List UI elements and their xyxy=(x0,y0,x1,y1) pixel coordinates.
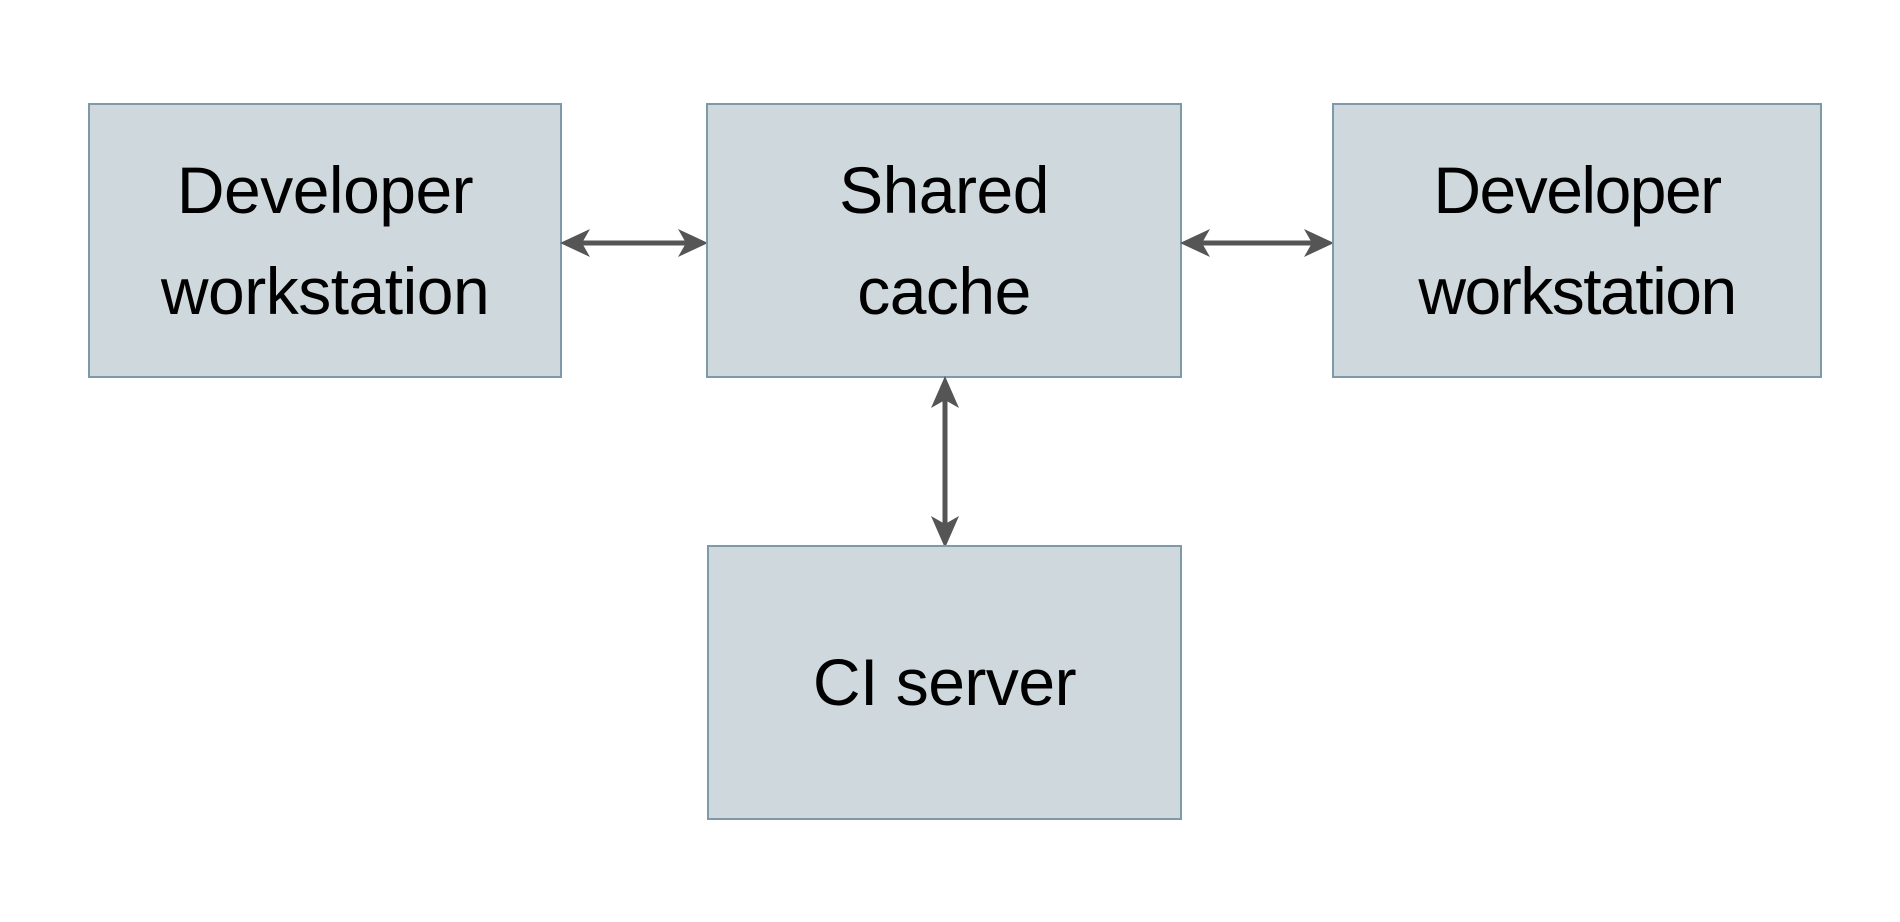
edge-shared-cache-to-ci-server[interactable] xyxy=(914,372,976,552)
double-arrow-vertical-icon xyxy=(931,376,959,548)
node-developer-workstation-left[interactable]: Developer workstation xyxy=(88,103,562,378)
edge-developer-left-to-shared-cache[interactable] xyxy=(556,212,712,274)
node-label: CI server xyxy=(812,645,1077,720)
double-arrow-horizontal-icon xyxy=(1180,229,1334,257)
edge-shared-cache-to-developer-right[interactable] xyxy=(1176,212,1338,274)
node-label: Shared cache xyxy=(839,153,1049,328)
node-label: Developer workstation xyxy=(1418,153,1737,328)
node-developer-workstation-right[interactable]: Developer workstation xyxy=(1332,103,1822,378)
node-label: Developer workstation xyxy=(160,153,490,328)
node-ci-server[interactable]: CI server xyxy=(707,545,1182,820)
double-arrow-horizontal-icon xyxy=(560,229,708,257)
node-shared-cache[interactable]: Shared cache xyxy=(706,103,1182,378)
